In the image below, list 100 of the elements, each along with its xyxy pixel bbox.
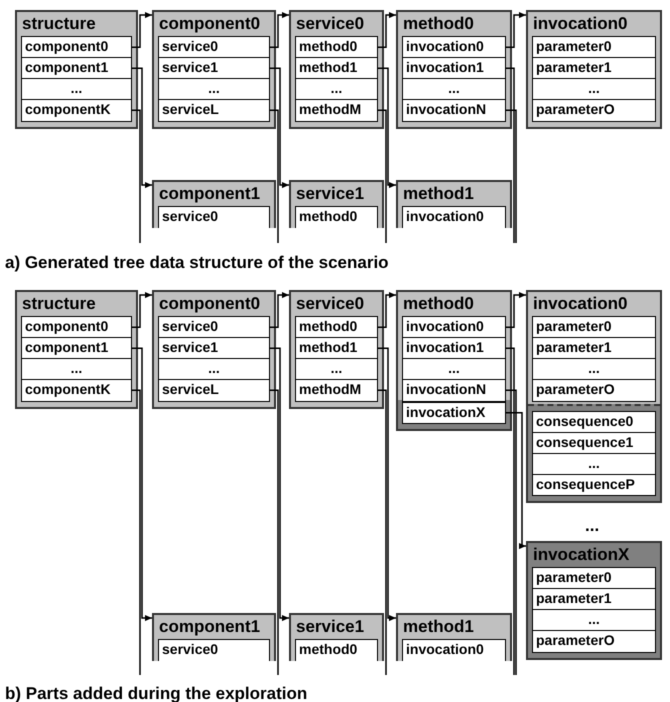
table-row: parameterO [532,379,656,402]
connector-arrow [270,292,289,328]
connector-arrow [132,292,152,328]
table-box [396,180,512,228]
table-row: serviceL [158,99,270,122]
connector-arrow [506,292,526,328]
table-row: ... [158,78,270,100]
table-row: method0 [295,206,378,228]
table-row: service0 [158,639,270,661]
connector-line [270,390,279,675]
table-row: invocation0 [402,316,506,338]
table-box [526,541,662,660]
table-heading: structure [21,13,97,35]
table-box [396,613,512,661]
table-row: componentK [21,99,132,122]
table-row: component0 [21,316,132,338]
connector-line [506,390,517,675]
table-heading: method1 [402,616,475,638]
table-heading: method0 [402,13,475,35]
table-box [526,10,662,128]
connector-arrow [132,12,152,48]
connector-arrow [132,68,152,188]
table-box [289,613,384,661]
connector-arrow [378,348,396,622]
table-heading: method1 [402,183,475,205]
table-row: component0 [21,36,132,58]
table-box [152,613,276,661]
table-row: ... [21,78,132,100]
table-row: ... [21,358,132,380]
table-row: invocationX [402,402,506,424]
table-row: invocation0 [402,639,506,661]
connector-line [378,110,387,243]
ellipsis-text: ... [585,517,600,534]
table-row: parameter1 [532,588,656,610]
connector-arrow [506,12,526,48]
table-row: parameter0 [532,316,656,338]
table-row: parameter1 [532,337,656,360]
connector-line [132,110,141,243]
table-row: invocationN [402,99,506,122]
connector-arrow [132,348,152,622]
table-row: service0 [158,206,270,228]
connector-arrow [270,68,289,188]
table-row: ... [532,452,656,475]
table-row: parameter1 [532,57,656,80]
table-row: method0 [295,639,378,661]
table-heading: method0 [402,293,475,315]
table-heading: service0 [295,293,366,315]
connector-line [506,348,515,675]
caption: a) Generated tree data structure of the scenario [5,254,389,271]
table-row: method1 [295,57,378,80]
table-row: methodM [295,99,378,122]
table-box [15,290,138,408]
table-row: parameterO [532,630,656,652]
table-box [289,290,384,408]
table-heading: component1 [158,183,262,205]
table-row: method0 [295,316,378,338]
table-box [526,290,662,503]
connector-line [506,68,515,243]
table-heading: component0 [158,293,262,315]
table-heading: structure [21,293,97,315]
connector-arrow [378,68,396,188]
table-row: component1 [21,337,132,360]
table-row: invocation1 [402,337,506,360]
table-row: ... [532,78,656,100]
table-row: service0 [158,36,270,58]
connector-line [378,390,387,675]
table-row: componentK [21,379,132,402]
table-heading: service0 [295,13,366,35]
table-row: invocation0 [402,206,506,228]
table-heading: service1 [295,616,366,638]
table-box [15,10,138,128]
table-row: method0 [295,36,378,58]
table-row: consequence0 [532,410,656,433]
table-box [289,10,384,128]
connector-arrow [506,412,526,550]
table-box [152,290,276,408]
table-row: methodM [295,379,378,402]
connector-line [270,110,279,243]
table-row: ... [402,78,506,100]
table-row: serviceL [158,379,270,402]
table-box [396,10,512,128]
table-heading: component0 [158,13,262,35]
connector-arrow [270,12,289,48]
connector-arrow [378,12,396,48]
table-row: parameterO [532,99,656,122]
table-box [152,10,276,128]
table-row: parameter0 [532,36,656,58]
table-row: method1 [295,337,378,360]
table-box [289,180,384,228]
connector-arrow [270,348,289,622]
table-row: ... [295,78,378,100]
connector-arrow [378,292,396,328]
table-row: service0 [158,316,270,338]
table-row: service1 [158,337,270,360]
table-row: consequence1 [532,432,656,454]
connector-line [132,390,141,675]
table-heading: invocation0 [532,13,628,35]
table-row: ... [532,609,656,632]
table-row: consequenceP [532,474,656,496]
table-row: invocation1 [402,57,506,80]
